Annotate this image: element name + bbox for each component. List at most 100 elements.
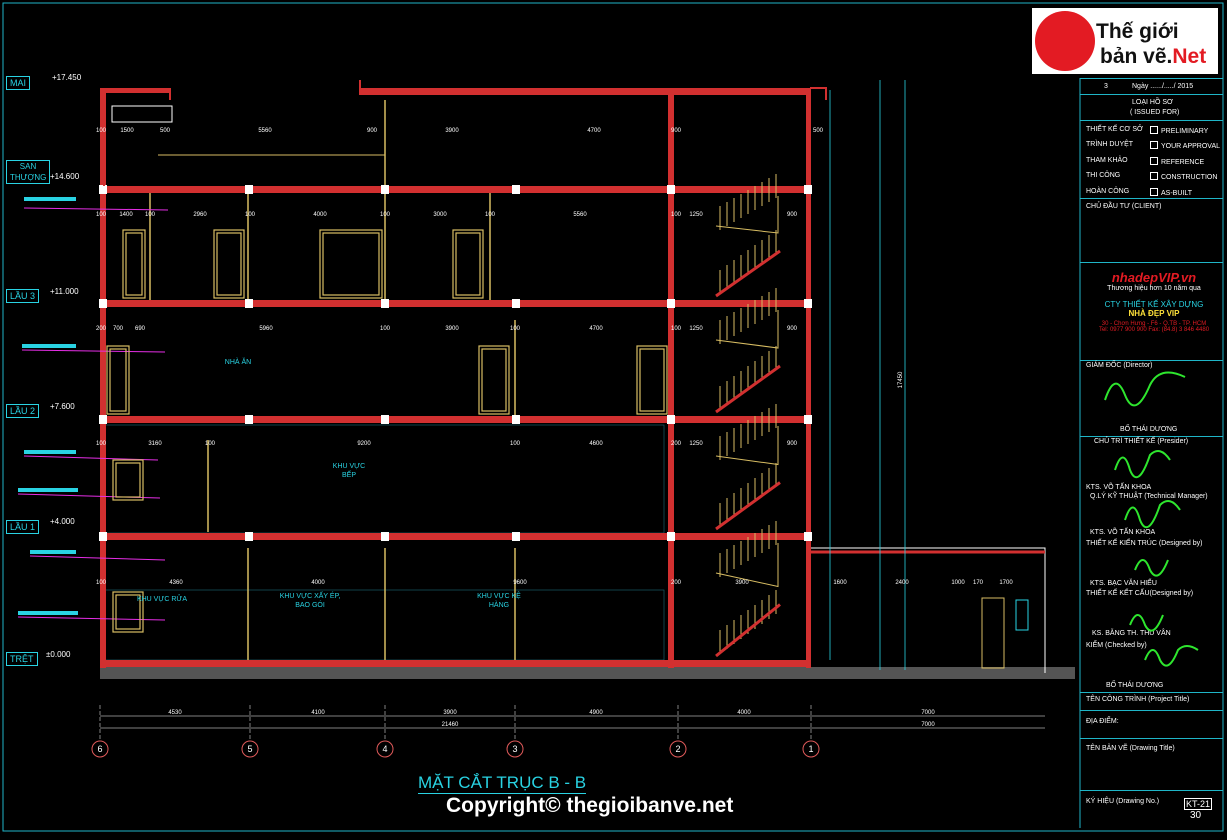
dim-l2: 700 bbox=[113, 326, 124, 332]
dim-bottom: 3900 bbox=[443, 710, 457, 716]
dim-l2: 5960 bbox=[259, 326, 273, 332]
house-icon bbox=[1035, 11, 1095, 71]
dim-total: 21460 bbox=[442, 722, 459, 728]
dim-bottom: 4000 bbox=[737, 710, 751, 716]
dim-top: 3900 bbox=[445, 128, 459, 134]
checkbox-icon[interactable] bbox=[1150, 126, 1158, 134]
axis-label: 4 bbox=[382, 744, 387, 754]
axis-bubble-1: 1 bbox=[802, 705, 820, 758]
dim-l2: 1250 bbox=[689, 326, 703, 332]
roof-tank bbox=[111, 105, 173, 123]
dim-l3: 4000 bbox=[313, 212, 327, 218]
dim-gf: 170 bbox=[973, 580, 984, 586]
page-number: 30 bbox=[1190, 810, 1202, 821]
project-label: TÊN CÔNG TRÌNH (Project Title) bbox=[1086, 696, 1190, 703]
dim-top: 5560 bbox=[258, 128, 272, 134]
dim-l2: 100 bbox=[671, 326, 682, 332]
door-panel bbox=[115, 462, 141, 498]
logo-line1: Thế giới bbox=[1096, 20, 1179, 43]
struct-label: THIẾT KẾ KẾT CẤU(Designed by) bbox=[1086, 590, 1194, 597]
dim-l1: 100 bbox=[96, 441, 107, 447]
dim-l3: 100 bbox=[671, 212, 682, 218]
door-panel bbox=[639, 348, 665, 412]
issued-for-en: ( ISSUED FOR) bbox=[1130, 109, 1180, 116]
copyright: Copyright© thegioibanve.net bbox=[446, 794, 734, 817]
axis-label: 2 bbox=[675, 744, 680, 754]
row-en-5-text: AS-BUILT bbox=[1161, 190, 1192, 197]
dim-gf: 9600 bbox=[513, 580, 527, 586]
elevation-lau1: +4.000 bbox=[50, 517, 75, 526]
checkbox-icon[interactable] bbox=[1150, 157, 1158, 165]
signature-manager bbox=[1124, 500, 1181, 529]
row-en-3: REFERENCE bbox=[1150, 157, 1204, 166]
door-panel bbox=[125, 232, 143, 296]
company2: NHÀ ĐẸP VIP bbox=[1128, 309, 1180, 318]
dim-top: 100 bbox=[96, 128, 107, 134]
dim-l3: 1400 bbox=[119, 212, 133, 218]
dim-top: 4700 bbox=[587, 128, 601, 134]
elevation-mai: +17.450 bbox=[52, 73, 82, 82]
signature-president bbox=[1114, 450, 1171, 479]
axis-label: 6 bbox=[97, 744, 102, 754]
door bbox=[112, 591, 144, 633]
annex-window bbox=[1015, 599, 1029, 631]
dim-top: 500 bbox=[160, 128, 171, 134]
director-label: GIÁM ĐỐC (Director) bbox=[1086, 362, 1153, 369]
door bbox=[112, 459, 144, 501]
annex-door bbox=[981, 597, 1005, 669]
axis-bubble-3: 3 bbox=[506, 705, 524, 758]
arch-name: KTS. BẠC VĂN HIẾU bbox=[1090, 580, 1157, 587]
room-shelves: KHU VỰC KỆ HÀNG bbox=[477, 593, 521, 609]
door bbox=[122, 229, 146, 299]
axis-bubble-5: 5 bbox=[241, 705, 259, 758]
dim-gf: 1600 bbox=[833, 580, 847, 586]
row-vn-1: THIẾT KẾ CƠ SỞ bbox=[1086, 126, 1143, 133]
axis-label: 5 bbox=[247, 744, 252, 754]
checkbox-icon[interactable] bbox=[1150, 172, 1158, 180]
manager-label: Q.LÝ KỸ THUẬT (Technical Manager) bbox=[1090, 493, 1208, 500]
dim-l2: 100 bbox=[510, 326, 521, 332]
row-en-2-text: YOUR APPROVAL bbox=[1161, 143, 1221, 150]
room-kitchen: KHU VỰC BẾP bbox=[332, 463, 366, 479]
room-dining: NHÀ ĂN bbox=[224, 359, 252, 366]
company-block: nhadepVIP.vn Thương hiệu hơn 10 năm qua … bbox=[1084, 270, 1224, 333]
stair-flight bbox=[715, 426, 779, 466]
stair-slab bbox=[715, 249, 781, 298]
slab-nodes bbox=[99, 185, 812, 541]
inner-columns bbox=[149, 100, 516, 660]
right-dims bbox=[829, 80, 906, 670]
phone: Tel: 0977 900 900 Fax: (84.8) 3 846 4480 bbox=[1098, 327, 1210, 333]
company: CTY THIẾT KẾ XÂY DỰNG bbox=[1104, 300, 1204, 309]
check-name: BỐ THÁI DƯƠNG bbox=[1106, 682, 1164, 689]
dim-l1: 100 bbox=[510, 441, 521, 447]
date: Ngày ....../...../ 2015 bbox=[1132, 83, 1194, 90]
dim-gf: 1000 bbox=[951, 580, 965, 586]
stair-flight bbox=[715, 310, 779, 349]
room-washing: KHU VỰC RỬA bbox=[136, 596, 188, 603]
signatures bbox=[1104, 371, 1199, 667]
row-vn-3: THAM KHẢO bbox=[1086, 157, 1128, 164]
door bbox=[636, 345, 668, 415]
dim-gf: 100 bbox=[96, 580, 107, 586]
row-en-5: AS-BUILT bbox=[1150, 188, 1192, 197]
dim-l1: 900 bbox=[787, 441, 798, 447]
bottom-dims bbox=[100, 715, 1045, 729]
dim-l3: 100 bbox=[485, 212, 496, 218]
dim-l2: 200 bbox=[96, 326, 107, 332]
director-name: BỐ THÁI DƯƠNG bbox=[1120, 426, 1178, 433]
dim-l3: 100 bbox=[245, 212, 256, 218]
signature-director bbox=[1104, 371, 1186, 407]
axis-label: 3 bbox=[512, 744, 517, 754]
dim-gf: 3900 bbox=[735, 580, 749, 586]
address: 30 - Chơn Hưng - F6 - Q.TB - TP. HCM bbox=[1101, 321, 1207, 327]
drawing-code: KT-21 bbox=[1184, 798, 1213, 810]
axis-label: 1 bbox=[808, 744, 813, 754]
row-en-4-text: CONSTRUCTION bbox=[1161, 174, 1218, 181]
checkbox-icon[interactable] bbox=[1150, 141, 1158, 149]
level-label-mai: MAI bbox=[6, 76, 31, 90]
elevation-lau3: +11.000 bbox=[50, 287, 79, 296]
elevation-lau2: +7.600 bbox=[50, 402, 75, 411]
checkbox-icon[interactable] bbox=[1150, 188, 1158, 196]
